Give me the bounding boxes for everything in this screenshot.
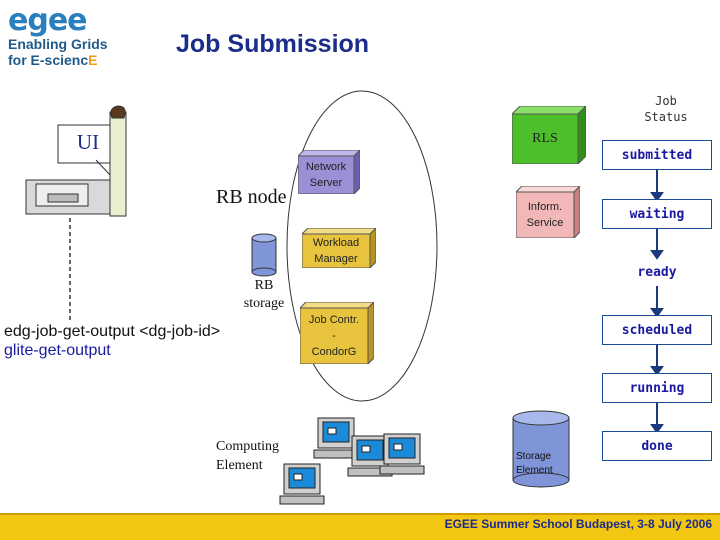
network-server-label: Network Server <box>305 161 347 189</box>
job-controller-shape <box>300 302 374 364</box>
status-scheduled: scheduled <box>602 315 712 345</box>
logo-letters: egee <box>8 3 88 38</box>
rb-storage-label: RB storage <box>243 278 285 311</box>
rb-storage-cylinder <box>251 233 277 277</box>
logo-tagline-2: for E-sciencE <box>8 52 108 68</box>
status-ready: ready <box>637 264 677 280</box>
storage-element-label: Storage Element <box>516 451 553 476</box>
status-arrows <box>650 168 664 434</box>
status-waiting: waiting <box>602 199 712 229</box>
logo-tagline-1: Enabling Grids <box>8 36 108 52</box>
command-edg: edg-job-get-output <dg-job-id> <box>4 323 221 340</box>
rls-box: RLS <box>512 106 586 164</box>
computing-element-label: Computing Element <box>216 439 280 473</box>
workload-manager-box: Workload Manager <box>302 228 376 268</box>
job-controller-box: Job Contr. - CondorG <box>300 302 374 364</box>
workload-manager-label: Workload Manager <box>312 237 360 265</box>
inform-service-box: Inform. Service <box>516 186 580 238</box>
egee-logo: egee Enabling Grids for E-sciencE <box>8 3 108 69</box>
page-title: Job Submission <box>176 30 370 58</box>
rb-node-boundary <box>286 90 438 402</box>
rb-node-label: RB node <box>216 186 287 208</box>
rls-shape <box>512 106 586 164</box>
workload-manager-shape <box>302 228 376 268</box>
logo-tagline-2a: for E-scienc <box>8 52 89 68</box>
status-done: done <box>602 431 712 461</box>
command-glite: glite-get-output <box>4 342 111 359</box>
network-server-box: Network Server <box>298 150 360 194</box>
command-box: edg-job-get-output <dg-job-id> glite-get… <box>4 322 284 360</box>
status-submitted: submitted <box>602 140 712 170</box>
network-server-shape <box>298 150 360 194</box>
job-status-title: Job Status <box>644 94 688 124</box>
computing-element-icon <box>279 417 425 505</box>
rls-label: RLS <box>532 131 558 146</box>
ui-box <box>57 124 119 164</box>
inform-service-shape <box>516 186 580 238</box>
footer-bar <box>0 513 720 540</box>
logo-tagline-2b: E <box>88 52 98 68</box>
job-controller-label: Job Contr. - CondorG <box>308 314 360 358</box>
status-running: running <box>602 373 712 403</box>
inform-service-label: Inform. Service <box>526 201 564 229</box>
storage-element-cylinder <box>512 410 570 488</box>
user-at-terminal-icon <box>25 105 127 217</box>
ui-label: UI <box>76 130 100 154</box>
footer-text: EGEE Summer School Budapest, 3-8 July 20… <box>444 517 712 531</box>
